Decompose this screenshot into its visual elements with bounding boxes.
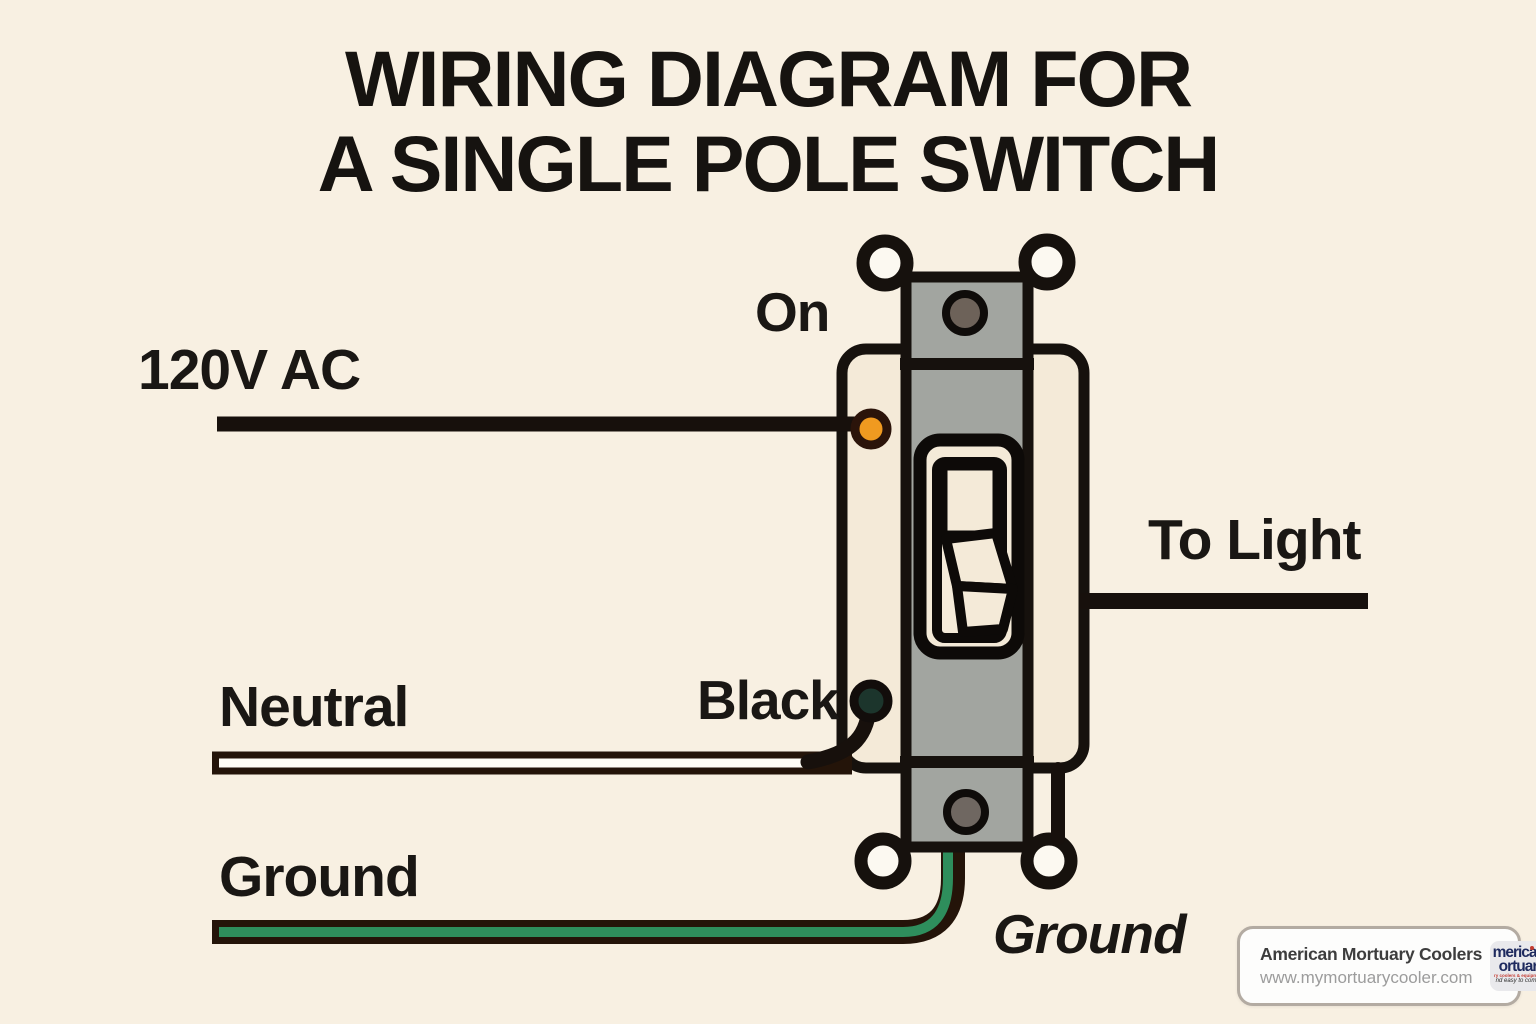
watermark-badge: American Mortuary Coolers www.mymortuary… — [1237, 926, 1536, 1006]
title-line-2: A SINGLE POLE SWITCH — [317, 119, 1221, 208]
strap-screw-top — [942, 290, 988, 336]
mounting-ear-bottom-right — [1020, 832, 1078, 890]
hot-terminal-screw — [850, 408, 892, 450]
logo-subline: ry coolers & equipment — [1494, 973, 1536, 978]
label-to-light: To Light — [1148, 508, 1362, 572]
strap-screw-bottom — [943, 789, 989, 835]
logo-red-dot-icon — [1530, 946, 1535, 950]
company-logo: merican ortuary ry coolers & equipment n… — [1490, 941, 1536, 991]
mounting-ear-bottom-left — [854, 832, 912, 890]
ground-wire-core — [219, 840, 953, 937]
mounting-ear-top-left — [856, 234, 914, 292]
label-neutral: Neutral — [219, 675, 409, 739]
page-title: WIRING DIAGRAM FOR A SINGLE POLE SWITCH — [0, 36, 1536, 206]
toggle-lever-top[interactable] — [941, 528, 1018, 594]
watermark-website[interactable]: www.mymortuarycooler.com — [1260, 968, 1473, 987]
logo-line-1: merican — [1492, 944, 1536, 961]
label-ground-terminal: Ground — [993, 903, 1187, 965]
toggle-lever-front[interactable] — [952, 581, 1018, 637]
logo-wordmark: merican ortuary — [1490, 944, 1536, 975]
label-ground-left: Ground — [219, 845, 420, 909]
watermark-company-name: American Mortuary Coolers — [1260, 944, 1483, 964]
logo-line-2: ortuary — [1498, 957, 1536, 975]
black-terminal-screw — [849, 679, 893, 723]
label-black: Black — [697, 669, 840, 731]
label-120v-ac: 120V AC — [138, 338, 361, 402]
watermark-text: American Mortuary Coolers www.mymortuary… — [1260, 944, 1482, 988]
label-on: On — [755, 281, 830, 343]
logo-tagline: nd easy to comply — [1495, 978, 1536, 984]
title-line-1: WIRING DIAGRAM FOR — [344, 34, 1193, 123]
toggle-slot — [938, 461, 1002, 540]
mounting-ear-top-right — [1018, 233, 1076, 291]
